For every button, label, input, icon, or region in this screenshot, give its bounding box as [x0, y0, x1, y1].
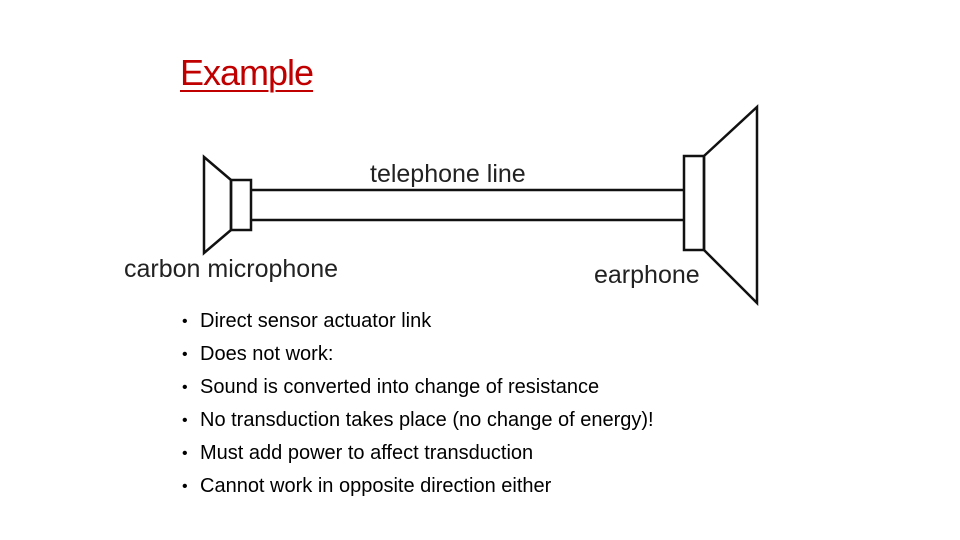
bullet-text: Does not work: [200, 343, 334, 365]
list-item: • Must add power to affect transduction [182, 437, 654, 470]
bullet-marker: • [182, 346, 188, 363]
earphone-capsule [682, 154, 706, 252]
earphone-label: earphone [594, 261, 700, 289]
telephone-diagram: telephone line carbon microphone earphon… [124, 104, 759, 307]
bullet-text: Direct sensor actuator link [200, 310, 432, 332]
telephone-line-label: telephone line [370, 160, 526, 188]
microphone-capsule [229, 178, 253, 232]
bullet-marker: • [182, 445, 188, 462]
bullet-text: Must add power to affect transduction [200, 442, 534, 464]
bullet-marker: • [182, 313, 188, 330]
list-item: • No transduction takes place (no change … [182, 404, 654, 437]
bullet-text: Sound is converted into change of resist… [200, 376, 600, 398]
list-item: • Sound is converted into change of resis… [182, 371, 654, 404]
bullet-marker: • [182, 478, 188, 495]
bullet-marker: • [182, 379, 188, 396]
bullet-marker: • [182, 412, 188, 429]
microphone-label: carbon microphone [124, 255, 338, 283]
list-item: • Direct sensor actuator link [182, 305, 654, 338]
bullet-list: • Direct sensor actuator link • Does not w… [182, 305, 654, 503]
slide-title: Example [180, 52, 314, 93]
list-item: • Cannot work in opposite direction eithe… [182, 470, 654, 503]
bullet-text: No transduction takes place (no change o… [200, 409, 654, 431]
microphone-horn [202, 154, 233, 256]
list-item: • Does not work: [182, 338, 654, 371]
earphone-horn [702, 104, 759, 307]
bullet-text: Cannot work in opposite direction either [200, 475, 552, 497]
